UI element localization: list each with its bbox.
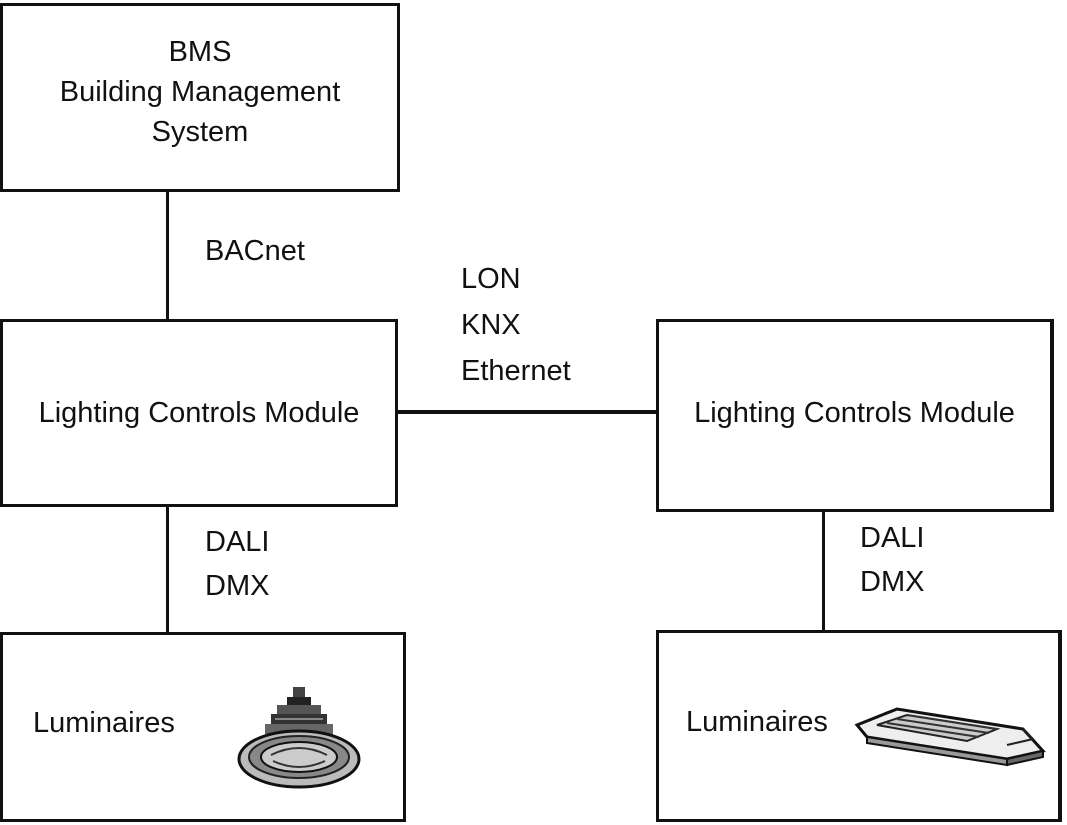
- left-dali-label: DALI: [205, 526, 270, 558]
- left-dali-connector: [166, 507, 169, 634]
- bacnet-connector: [166, 192, 169, 320]
- ethernet-label: Ethernet: [461, 355, 571, 387]
- lcm-left-label: Lighting Controls Module: [38, 397, 360, 429]
- downlight-luminaire-icon: [237, 687, 361, 789]
- right-dmx-label: DMX: [860, 566, 925, 598]
- right-dali-label: DALI: [860, 522, 925, 554]
- right-dali-connector: [822, 512, 825, 632]
- bms-title: BMS: [168, 36, 232, 68]
- bms-box: BMS Building Management System: [0, 3, 400, 192]
- left-dmx-label: DMX: [205, 570, 270, 602]
- lighting-controls-module-left: Lighting Controls Module: [0, 319, 398, 507]
- lighting-controls-module-right: Lighting Controls Module: [656, 319, 1054, 512]
- bms-subtitle-line1: Building Management: [59, 76, 341, 108]
- right-dali-labels: DALI DMX: [860, 516, 924, 604]
- knx-label: KNX: [461, 309, 521, 341]
- troffer-luminaire-icon: [854, 707, 1046, 767]
- lcm-right-label: Lighting Controls Module: [694, 397, 1015, 429]
- lcm-interconnect-labels: LON KNX Ethernet: [461, 256, 571, 394]
- lcm-interconnect: [398, 410, 657, 414]
- luminaires-right-label: Luminaires: [686, 706, 828, 738]
- bms-subtitle-line2: System: [151, 116, 249, 148]
- bacnet-label: BACnet: [205, 235, 305, 267]
- lon-label: LON: [461, 263, 521, 295]
- luminaires-right-box: Luminaires: [656, 630, 1062, 822]
- luminaires-left-label: Luminaires: [33, 707, 175, 739]
- left-dali-labels: DALI DMX: [205, 520, 269, 608]
- luminaires-left-box: Luminaires: [0, 632, 406, 822]
- bms-label: BMS Building Management System: [3, 32, 397, 152]
